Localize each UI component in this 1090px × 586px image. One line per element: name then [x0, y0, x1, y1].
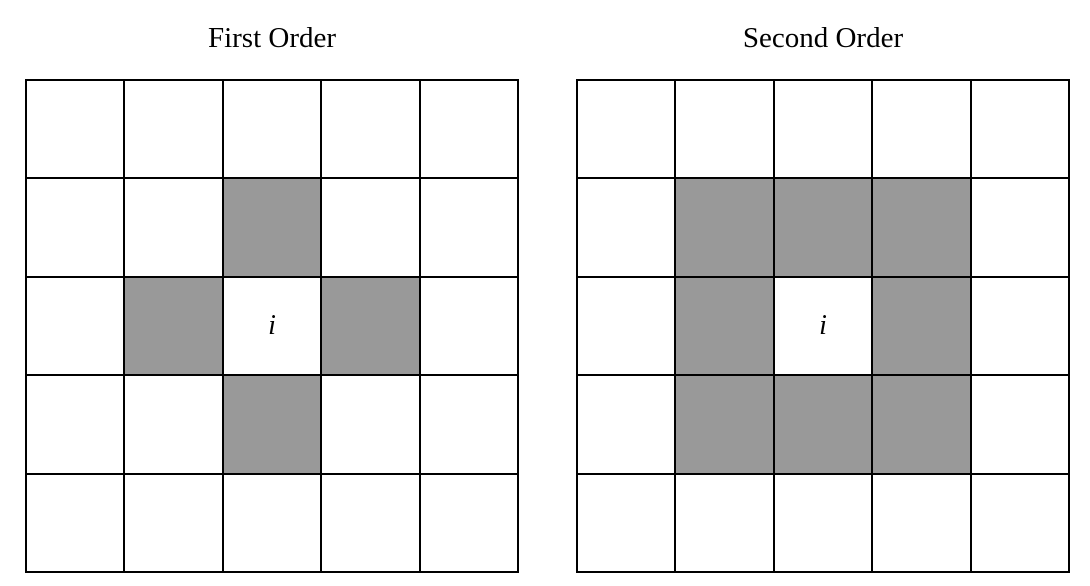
second-order-grid-cell: [577, 375, 676, 474]
first-order-grid-cell: [26, 178, 125, 277]
second-order-neighbor-cell: [872, 178, 971, 277]
second-order-grid-cell: [970, 473, 1069, 572]
first-order-grid-cell: [419, 375, 518, 474]
first-order-grid-cell: [124, 80, 223, 179]
second-order-grid-cell: [675, 80, 774, 179]
first-order-grid-cell: [26, 80, 125, 179]
first-order-grid-cell: [419, 80, 518, 179]
first-order-grid-cell: [222, 80, 322, 179]
first-order-neighbor-cell: [124, 276, 223, 376]
second-order-grid-cell: [577, 276, 676, 376]
second-order-neighbor-cell: [773, 375, 873, 474]
second-order-neighbor-cell: [773, 178, 873, 277]
first-order-panel: First Order i: [25, 0, 519, 586]
second-order-neighbor-cell: [872, 375, 971, 474]
second-order-grid-cell: [577, 473, 676, 572]
second-order-neighbor-cell: [675, 178, 774, 277]
second-order-grid-cell: [773, 473, 873, 572]
first-order-grid-cell: [321, 80, 420, 179]
second-order-grid-cell: [773, 80, 873, 179]
first-order-grid-cell: [26, 473, 125, 572]
first-order-grid-cell: [321, 375, 420, 474]
second-order-neighbor-cell: [872, 276, 971, 376]
first-order-grid-cell: [419, 178, 518, 277]
second-order-grid-cell: [970, 276, 1069, 376]
second-order-grid-cell: [872, 473, 971, 572]
second-order-grid-cell: [970, 375, 1069, 474]
second-order-grid-cell: [970, 80, 1069, 179]
first-order-grid-cell: [26, 276, 125, 376]
first-order-grid-cell: [124, 178, 223, 277]
first-order-neighbor-cell: [321, 276, 420, 376]
first-order-grid-cell: [419, 473, 518, 572]
first-order-grid-cell: [321, 473, 420, 572]
first-order-grid: i: [25, 79, 519, 573]
first-order-grid-cell: [124, 375, 223, 474]
second-order-grid-cell: [970, 178, 1069, 277]
second-order-grid-cell: [872, 80, 971, 179]
second-order-grid-cell: [577, 80, 676, 179]
second-order-neighbor-cell: [675, 375, 774, 474]
first-order-neighbor-cell: [222, 375, 322, 474]
first-order-title: First Order: [207, 22, 337, 54]
second-order-grid-cell: [675, 473, 774, 572]
first-order-grid-cell: [222, 473, 322, 572]
second-order-center-cell: i: [773, 276, 873, 376]
second-order-panel: Second Order i: [576, 0, 1070, 586]
first-order-grid-cell: [419, 276, 518, 376]
second-order-title: Second Order: [742, 22, 904, 54]
first-order-grid-cell: [124, 473, 223, 572]
second-order-grid-cell: [577, 178, 676, 277]
first-order-grid-cell: [26, 375, 125, 474]
second-order-grid: i: [576, 79, 1070, 573]
second-order-neighbor-cell: [675, 276, 774, 376]
first-order-grid-cell: [321, 178, 420, 277]
first-order-center-cell: i: [222, 276, 322, 376]
first-order-neighbor-cell: [222, 178, 322, 277]
